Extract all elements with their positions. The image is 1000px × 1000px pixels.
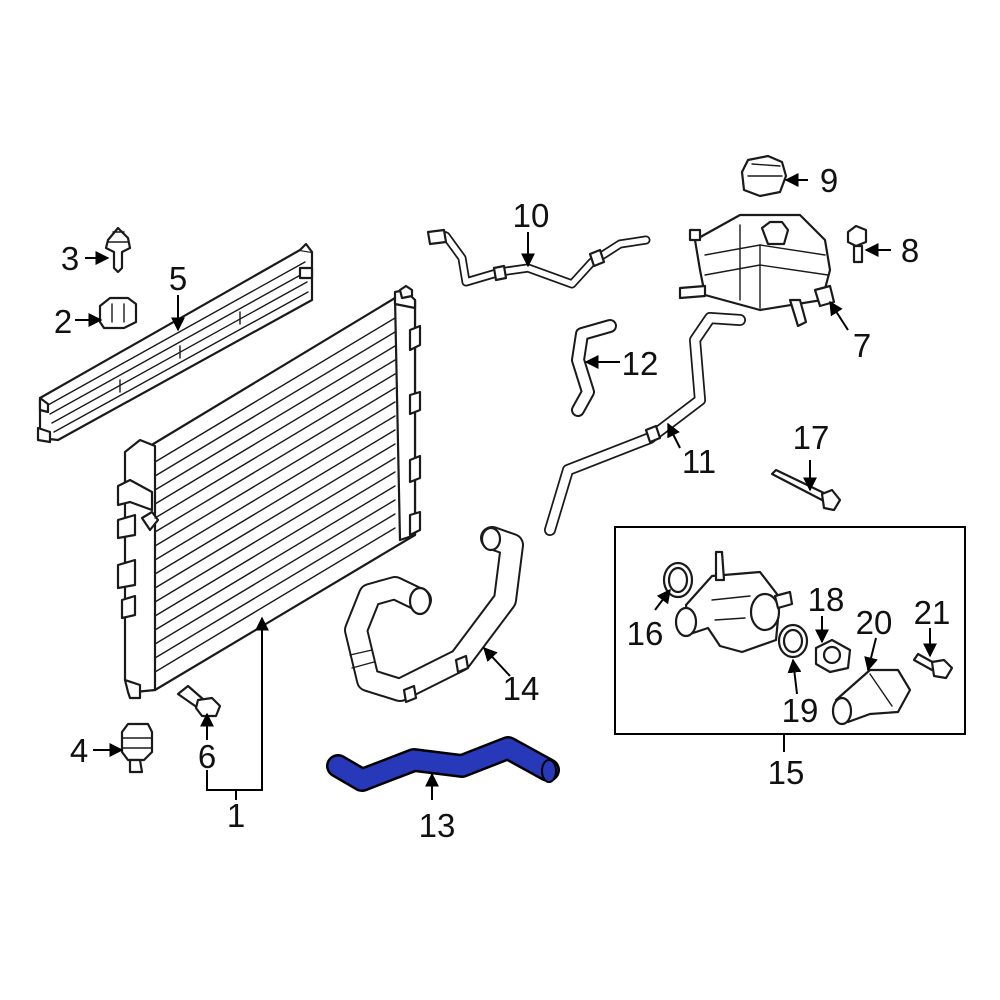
leader-7	[829, 300, 849, 331]
condenser-part-5[interactable]	[36, 242, 314, 444]
leader-20	[864, 637, 878, 672]
callout-4: 4	[70, 732, 88, 769]
o-ring-part-16[interactable]	[662, 561, 694, 599]
hose-part-10[interactable]	[426, 228, 651, 289]
reservoir-cap-part-9[interactable]	[740, 154, 788, 198]
bolt-part-6[interactable]	[176, 684, 222, 718]
callout-6: 6	[198, 738, 216, 775]
hose-part-12[interactable]	[571, 319, 617, 417]
callout-13: 13	[419, 807, 456, 844]
clip-part-2[interactable]	[98, 296, 138, 330]
callout-7: 7	[853, 327, 871, 364]
hose-part-13-highlighted[interactable]	[326, 736, 560, 792]
bolt-part-21[interactable]	[912, 652, 954, 680]
expansion-tank-part-7[interactable]	[678, 213, 836, 328]
thermostat-part-18[interactable]	[814, 638, 852, 674]
callout-17: 17	[793, 419, 830, 456]
callout-9: 9	[820, 162, 838, 199]
callout-21: 21	[914, 594, 951, 631]
bolt-part-8[interactable]	[846, 224, 868, 264]
callout-12: 12	[622, 345, 659, 382]
callout-3: 3	[61, 240, 79, 277]
box-part-15	[614, 526, 966, 735]
callout-11: 11	[682, 443, 716, 480]
callout-8: 8	[901, 232, 919, 269]
callout-16: 16	[627, 615, 664, 652]
hose-part-14[interactable]	[344, 526, 524, 704]
callout-5: 5	[169, 260, 187, 297]
leader-16	[654, 588, 671, 611]
callout-20: 20	[856, 604, 893, 641]
leader-1	[206, 616, 269, 791]
callout-18: 18	[808, 581, 845, 618]
thermostat-housing[interactable]	[674, 550, 794, 654]
callout-labels: 1 2 3 4 5 6 7 8 9 10 11 12 13 14 15 16 1…	[54, 162, 951, 844]
o-ring-part-19[interactable]	[777, 623, 809, 659]
leader-lines	[75, 173, 937, 800]
leader-14	[483, 646, 511, 677]
callout-15: 15	[768, 754, 805, 791]
leader-11	[667, 422, 681, 449]
push-pin-part-3[interactable]	[104, 226, 132, 274]
bolt-part-17[interactable]	[770, 468, 842, 512]
hose-part-11[interactable]	[544, 312, 746, 536]
callout-1: 1	[227, 797, 245, 834]
sensor-part-4[interactable]	[120, 722, 154, 774]
callout-14: 14	[503, 670, 540, 707]
callout-19: 19	[782, 692, 819, 729]
leader-19	[787, 658, 802, 695]
outlet-part-20[interactable]	[831, 668, 912, 726]
callout-10: 10	[513, 197, 550, 234]
callout-2: 2	[54, 303, 72, 340]
radiator-part-1[interactable]	[116, 284, 422, 700]
